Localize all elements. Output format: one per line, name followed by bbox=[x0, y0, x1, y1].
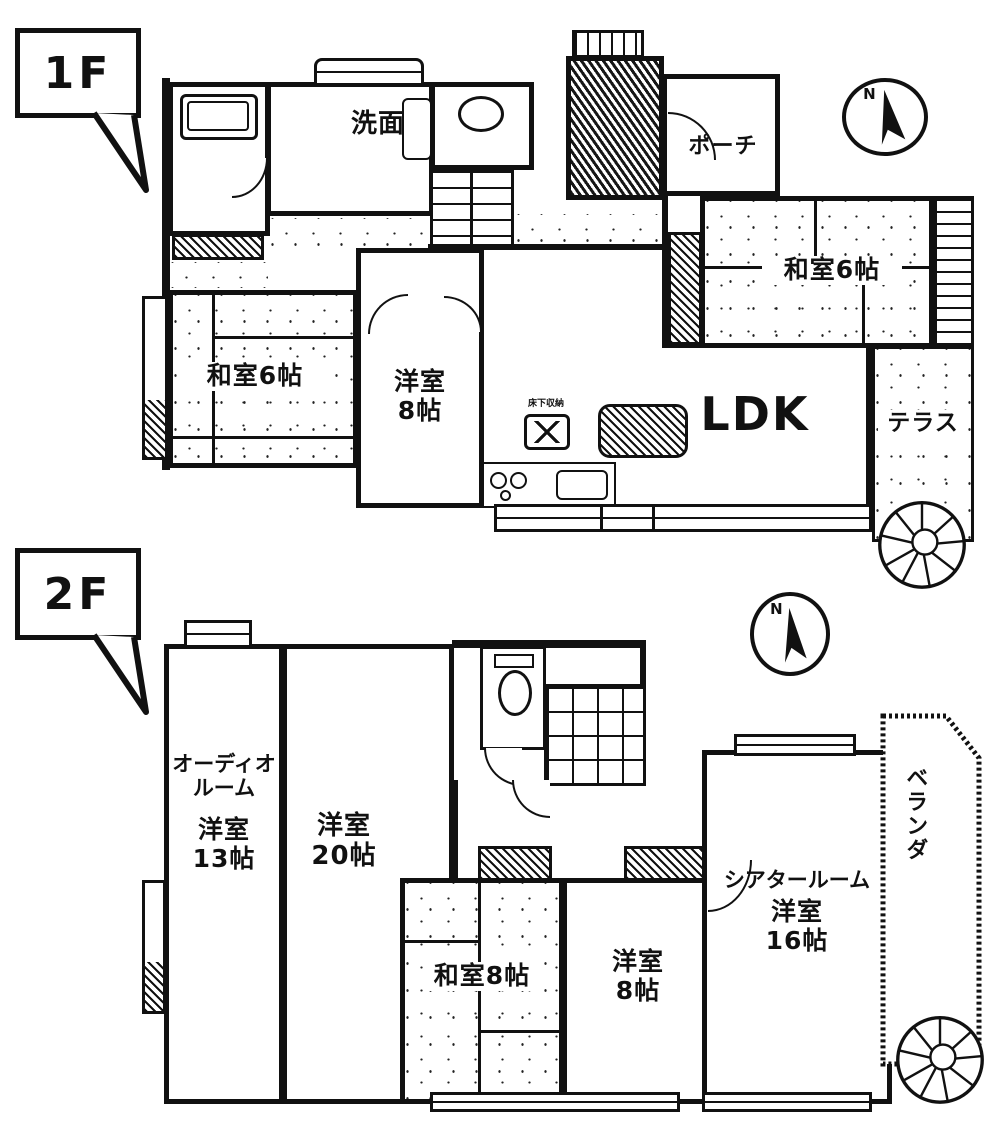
stove-burner-icon bbox=[500, 490, 511, 501]
hallway bbox=[270, 218, 430, 246]
hallway bbox=[170, 262, 268, 288]
room-label-porch: ポーチ bbox=[688, 134, 758, 159]
wall bbox=[662, 196, 668, 348]
room-label-theater-size: 洋室 16帖 bbox=[765, 897, 829, 955]
bay-window bbox=[314, 58, 424, 86]
wall bbox=[452, 780, 458, 880]
room-audio bbox=[164, 644, 284, 1104]
door-arc bbox=[512, 780, 550, 818]
hallway bbox=[516, 214, 664, 246]
room-label-veranda: ベランダ bbox=[902, 766, 928, 862]
spiral-staircase-icon bbox=[878, 500, 966, 589]
bay-window-hatch bbox=[145, 962, 163, 1011]
washing-machine-icon bbox=[402, 98, 432, 160]
wall bbox=[452, 640, 646, 648]
wall bbox=[866, 344, 874, 508]
kitchen-island bbox=[598, 404, 688, 458]
floor-label-2f: 2F bbox=[43, 568, 113, 620]
stair-divider bbox=[470, 170, 473, 246]
room-label-audio: オーディオ ルーム bbox=[172, 752, 276, 801]
room-label-washitsu6-right: 和室6帖 bbox=[762, 255, 902, 285]
closet bbox=[172, 234, 264, 260]
bay-window-hatch bbox=[145, 400, 165, 457]
bubble-tail-icon bbox=[91, 633, 149, 715]
bay-window bbox=[184, 620, 252, 648]
room-label-terrace: テラス bbox=[878, 410, 968, 437]
compass-needle-icon bbox=[881, 89, 906, 145]
compass-icon: N bbox=[750, 592, 830, 676]
entrance-canopy bbox=[572, 30, 644, 58]
compass-needle-icon bbox=[784, 607, 807, 663]
window-band bbox=[494, 504, 872, 532]
compass-north-label: N bbox=[863, 84, 876, 103]
window-band bbox=[734, 734, 856, 756]
underfloor-storage-hatch bbox=[524, 414, 570, 450]
tatami-line bbox=[862, 269, 865, 344]
floor-label-1f: 1F bbox=[43, 47, 113, 99]
window-band bbox=[702, 1092, 872, 1112]
room-label-yoshitsu8-1f: 洋室 8帖 bbox=[393, 367, 446, 425]
bathtub-icon bbox=[180, 94, 258, 140]
wall bbox=[162, 78, 170, 470]
compass-icon: N bbox=[842, 78, 928, 156]
window-mullion bbox=[652, 504, 655, 532]
entrance-genkan bbox=[566, 56, 664, 200]
room-label-washitsu6-left: 和室6帖 bbox=[182, 361, 328, 391]
stove-burner-icon bbox=[510, 472, 527, 489]
room-label-senmen: 洗面 bbox=[350, 109, 405, 139]
room-label-washitsu8: 和室8帖 bbox=[424, 961, 540, 991]
room-yoshitsu8-1f bbox=[356, 248, 484, 508]
closet bbox=[478, 846, 552, 882]
room-washitsu8 bbox=[400, 878, 564, 1104]
room-yoshitsu8-2f bbox=[562, 878, 714, 1104]
underfloor-storage-label: 床下収納 bbox=[527, 399, 564, 409]
spiral-staircase-icon bbox=[896, 1016, 984, 1104]
wall bbox=[428, 244, 668, 250]
sink-icon bbox=[556, 470, 608, 500]
toilet-tank-icon bbox=[494, 654, 534, 668]
staircase-2f bbox=[544, 684, 646, 786]
tatami-line bbox=[172, 436, 354, 439]
room-label-theater: シアタールーム bbox=[723, 868, 871, 892]
tatami-line bbox=[478, 882, 481, 1100]
room-label-audio-size: 洋室 13帖 bbox=[192, 815, 256, 873]
floor-label-bubble-2f: 2F bbox=[15, 548, 141, 640]
tatami-line bbox=[481, 1030, 560, 1033]
toilet-icon bbox=[498, 670, 532, 716]
wall bbox=[662, 342, 704, 348]
closet bbox=[624, 846, 706, 882]
floor-label-bubble-1f: 1F bbox=[15, 28, 141, 118]
toilet-icon bbox=[458, 96, 504, 132]
closet bbox=[668, 232, 702, 346]
room-label-yoshitsu20: 洋室 20帖 bbox=[311, 811, 377, 871]
window-band bbox=[430, 1092, 680, 1112]
side-window-strip bbox=[934, 196, 974, 348]
bubble-tail-icon bbox=[91, 111, 149, 193]
room-label-ldk: LDK bbox=[700, 387, 810, 441]
stove-burner-icon bbox=[490, 472, 507, 489]
room-label-yoshitsu8-2f: 洋室 8帖 bbox=[611, 947, 664, 1005]
tatami-line bbox=[814, 200, 817, 268]
tatami-line bbox=[215, 336, 354, 339]
veranda-outline bbox=[880, 713, 982, 1067]
tatami-line bbox=[404, 940, 478, 943]
window-mullion bbox=[600, 504, 603, 532]
